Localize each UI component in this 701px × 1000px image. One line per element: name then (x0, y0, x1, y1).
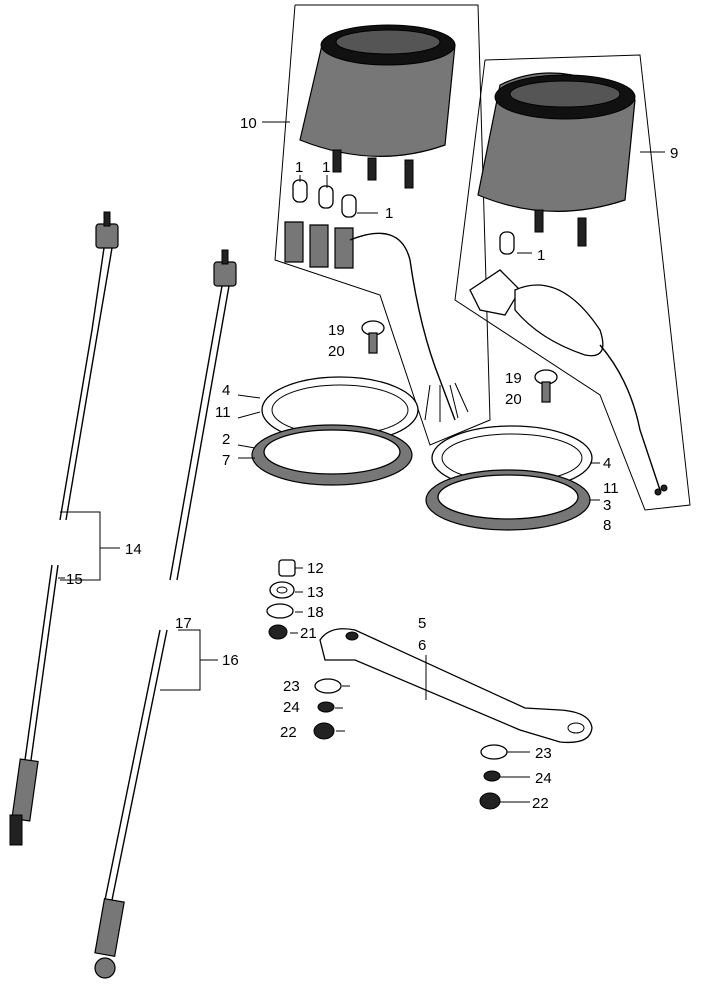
callout-20: 20 (505, 391, 522, 408)
callout-9: 9 (670, 145, 678, 162)
callout-1: 1 (322, 159, 330, 176)
callout-19: 19 (328, 322, 345, 339)
callout-labels: 10 9 1 1 1 1 19 20 19 20 4 11 2 7 4 11 3… (66, 115, 678, 812)
callout-15: 15 (66, 571, 83, 588)
callout-24: 24 (283, 699, 300, 716)
callout-16: 16 (222, 652, 239, 669)
callout-13: 13 (307, 584, 324, 601)
callout-14: 14 (125, 541, 142, 558)
leader-lines (58, 121, 665, 803)
hardware-stack-right (479, 744, 508, 810)
callout-11: 11 (603, 480, 619, 497)
callout-23: 23 (283, 678, 300, 695)
callout-10: 10 (240, 115, 257, 132)
callout-1: 1 (295, 159, 303, 176)
meter-assembly-right (454, 54, 691, 511)
callout-20: 20 (328, 343, 345, 360)
callout-3: 3 (603, 497, 611, 514)
ring-set-right (425, 425, 593, 531)
callout-8: 8 (603, 517, 611, 534)
callout-18: 18 (307, 604, 324, 621)
meter-assembly-left (274, 4, 491, 446)
callout-23: 23 (535, 745, 552, 762)
cable-right (94, 249, 237, 979)
callout-5: 5 (418, 615, 426, 632)
stay-bracket (319, 628, 593, 744)
screw-right (534, 369, 558, 403)
callout-11: 11 (215, 404, 231, 421)
callout-12: 12 (307, 560, 324, 577)
callout-4: 4 (222, 382, 230, 399)
callout-7: 7 (222, 452, 230, 469)
callout-1: 1 (537, 247, 545, 264)
callout-22: 22 (532, 795, 549, 812)
callout-2: 2 (222, 431, 230, 448)
callout-1: 1 (385, 205, 393, 222)
callout-17: 17 (175, 615, 192, 632)
cable-left (9, 211, 119, 846)
screw-left (361, 320, 385, 354)
callout-6: 6 (418, 637, 426, 654)
callout-19: 19 (505, 370, 522, 387)
callout-21: 21 (300, 625, 317, 642)
callout-24: 24 (535, 770, 552, 787)
callout-4: 4 (603, 455, 611, 472)
callout-22: 22 (280, 724, 297, 741)
hardware-stack-left (266, 559, 342, 740)
ring-set-left (251, 376, 419, 486)
